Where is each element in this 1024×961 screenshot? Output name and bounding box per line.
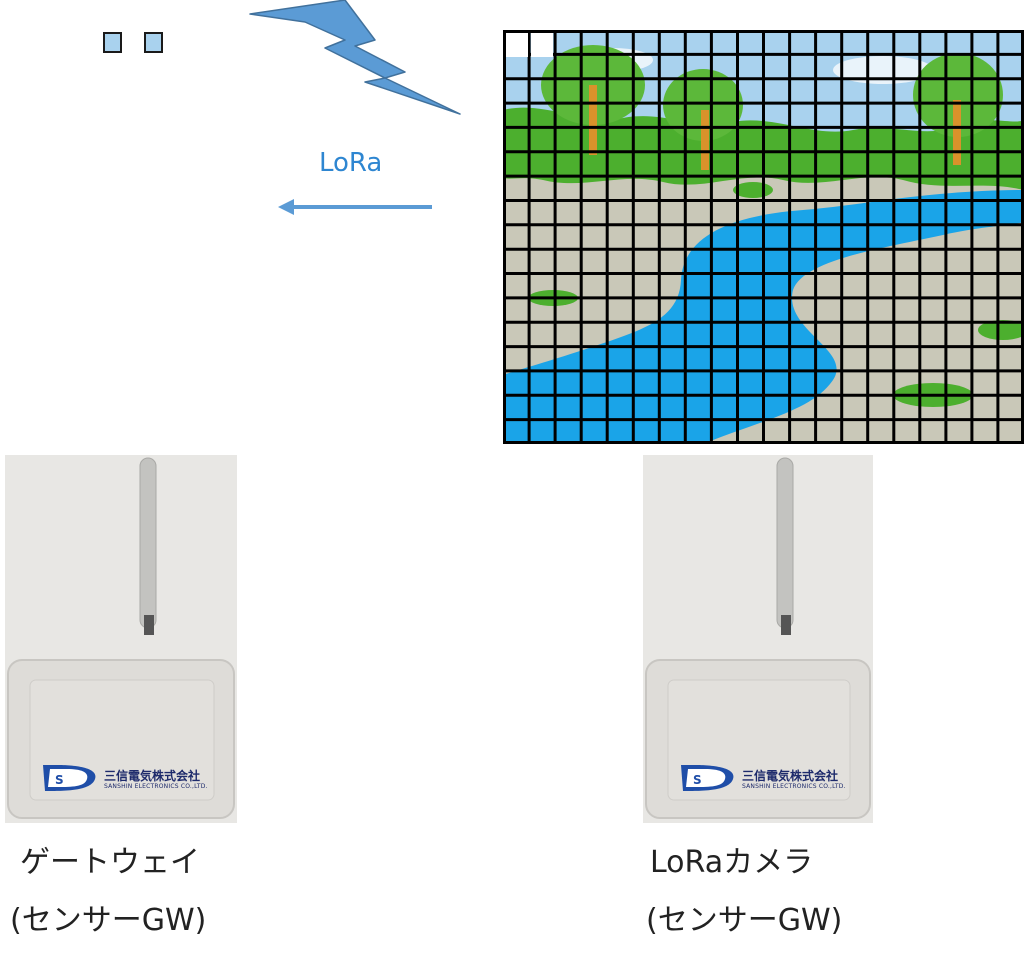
camera-label: LoRaカメラ	[650, 845, 814, 880]
svg-text:S: S	[55, 773, 64, 787]
camera-photo: S 三信電気株式会社 SANSHIN ELECTRONICS CO.,LTD.	[643, 455, 873, 823]
camera-sublabel: (センサーGW)	[646, 903, 843, 938]
antenna	[776, 457, 794, 629]
sanshin-logo-icon: S	[681, 765, 734, 791]
tree-trunk	[589, 85, 597, 155]
brand-name-jp: 三信電気株式会社	[742, 769, 839, 783]
antenna-connector	[144, 615, 154, 635]
brand-name-en: SANSHIN ELECTRONICS CO.,LTD.	[104, 783, 208, 790]
tree-trunk	[953, 100, 961, 165]
captured-image-grid	[503, 30, 1024, 444]
antenna	[139, 457, 157, 629]
sent-cell-2	[531, 33, 553, 57]
gateway-label: ゲートウェイ	[20, 845, 200, 880]
gateway-photo: S 三信電気株式会社 SANSHIN ELECTRONICS CO.,LTD.	[5, 455, 237, 823]
tree-trunk	[701, 110, 709, 170]
bush	[978, 320, 1022, 340]
packet-grid	[503, 30, 1024, 444]
protocol-label: LoRa	[319, 148, 383, 178]
received-cell-1	[103, 32, 122, 53]
received-cell-2	[144, 32, 163, 53]
svg-text:S: S	[693, 773, 702, 787]
tree-crown	[913, 53, 1003, 137]
cloud-shape	[833, 56, 933, 84]
lightning-bolt-icon	[249, 0, 461, 115]
brand-name-jp: 三信電気株式会社	[104, 769, 201, 783]
antenna-connector	[781, 615, 791, 635]
brand-name-en: SANSHIN ELECTRONICS CO.,LTD.	[742, 783, 846, 790]
gateway-sublabel: (センサーGW)	[10, 903, 207, 938]
tree-crown	[663, 69, 743, 141]
sanshin-logo-icon: S	[43, 765, 96, 791]
camera-device-illustration: S	[643, 455, 873, 823]
arrow-left-icon	[278, 199, 432, 215]
gateway-device-illustration: S	[5, 455, 237, 823]
sent-cell-1	[506, 33, 528, 57]
image-frame	[503, 30, 1024, 444]
